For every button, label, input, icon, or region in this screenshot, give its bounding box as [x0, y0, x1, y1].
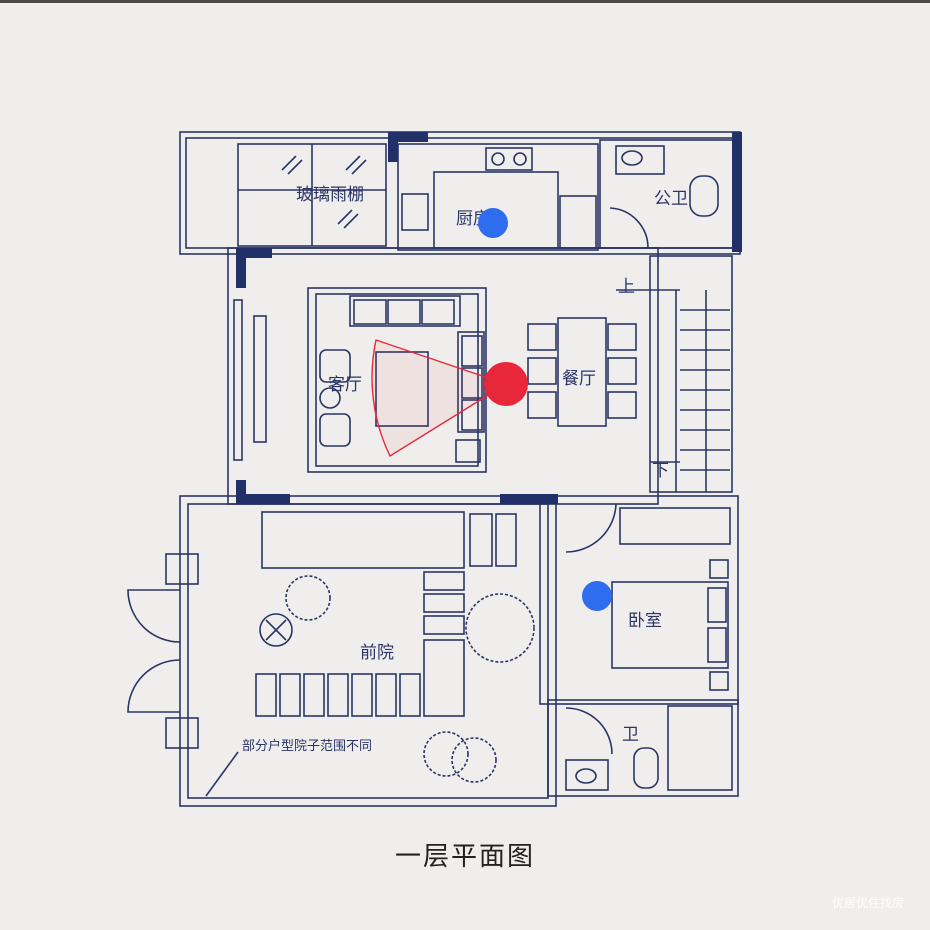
- walls: [236, 132, 742, 504]
- armchair: [319, 413, 351, 447]
- coffee-table: [375, 351, 429, 427]
- label-living: 客厅: [328, 375, 362, 395]
- front-yard: [179, 495, 557, 807]
- top-bar: [0, 0, 930, 3]
- label-dining: 餐厅: [562, 369, 596, 389]
- label-glass-canopy: 玻璃雨棚: [296, 185, 364, 205]
- view-cone: [371, 339, 508, 458]
- bedroom-room: [539, 495, 739, 705]
- room-labels: 玻璃雨棚 厨房 公卫 客厅 餐厅 上 下 卧室 前院 卫 部分户型院子范围不同: [242, 185, 688, 754]
- sink: [401, 193, 429, 231]
- plant: [259, 613, 293, 647]
- bed: [611, 581, 729, 669]
- tv-cabinet: [253, 315, 267, 443]
- plan-lines: [127, 131, 741, 807]
- wardrobe: [619, 507, 731, 545]
- toilet: [689, 175, 719, 217]
- shrub: [285, 575, 331, 621]
- label-bedroom: 卧室: [628, 611, 662, 631]
- kitchen-hotspot-marker[interactable]: [478, 208, 508, 238]
- bath-room: [547, 699, 739, 797]
- sofa: [349, 295, 461, 327]
- gate-post: [165, 553, 199, 585]
- armchair: [319, 349, 351, 383]
- tree: [465, 593, 535, 663]
- label-public-bath: 公卫: [654, 189, 688, 209]
- stove: [485, 147, 533, 171]
- current-position-marker[interactable]: [484, 362, 528, 406]
- label-bath: 卫: [622, 725, 639, 745]
- staircase: [649, 255, 733, 493]
- dining-table: [557, 317, 607, 427]
- label-up: 上: [618, 277, 635, 297]
- gate-post: [165, 717, 199, 749]
- kitchen-room: [397, 143, 599, 251]
- plan-caption: 一层平面图: [394, 842, 535, 872]
- label-front-yard: 前院: [360, 643, 394, 663]
- side-sofa: [457, 331, 485, 433]
- label-down: 下: [652, 461, 669, 481]
- bedroom-hotspot-marker[interactable]: [582, 581, 612, 611]
- label-note: 部分户型院子范围不同: [242, 738, 372, 754]
- watermark: 优居优住找房: [831, 896, 904, 910]
